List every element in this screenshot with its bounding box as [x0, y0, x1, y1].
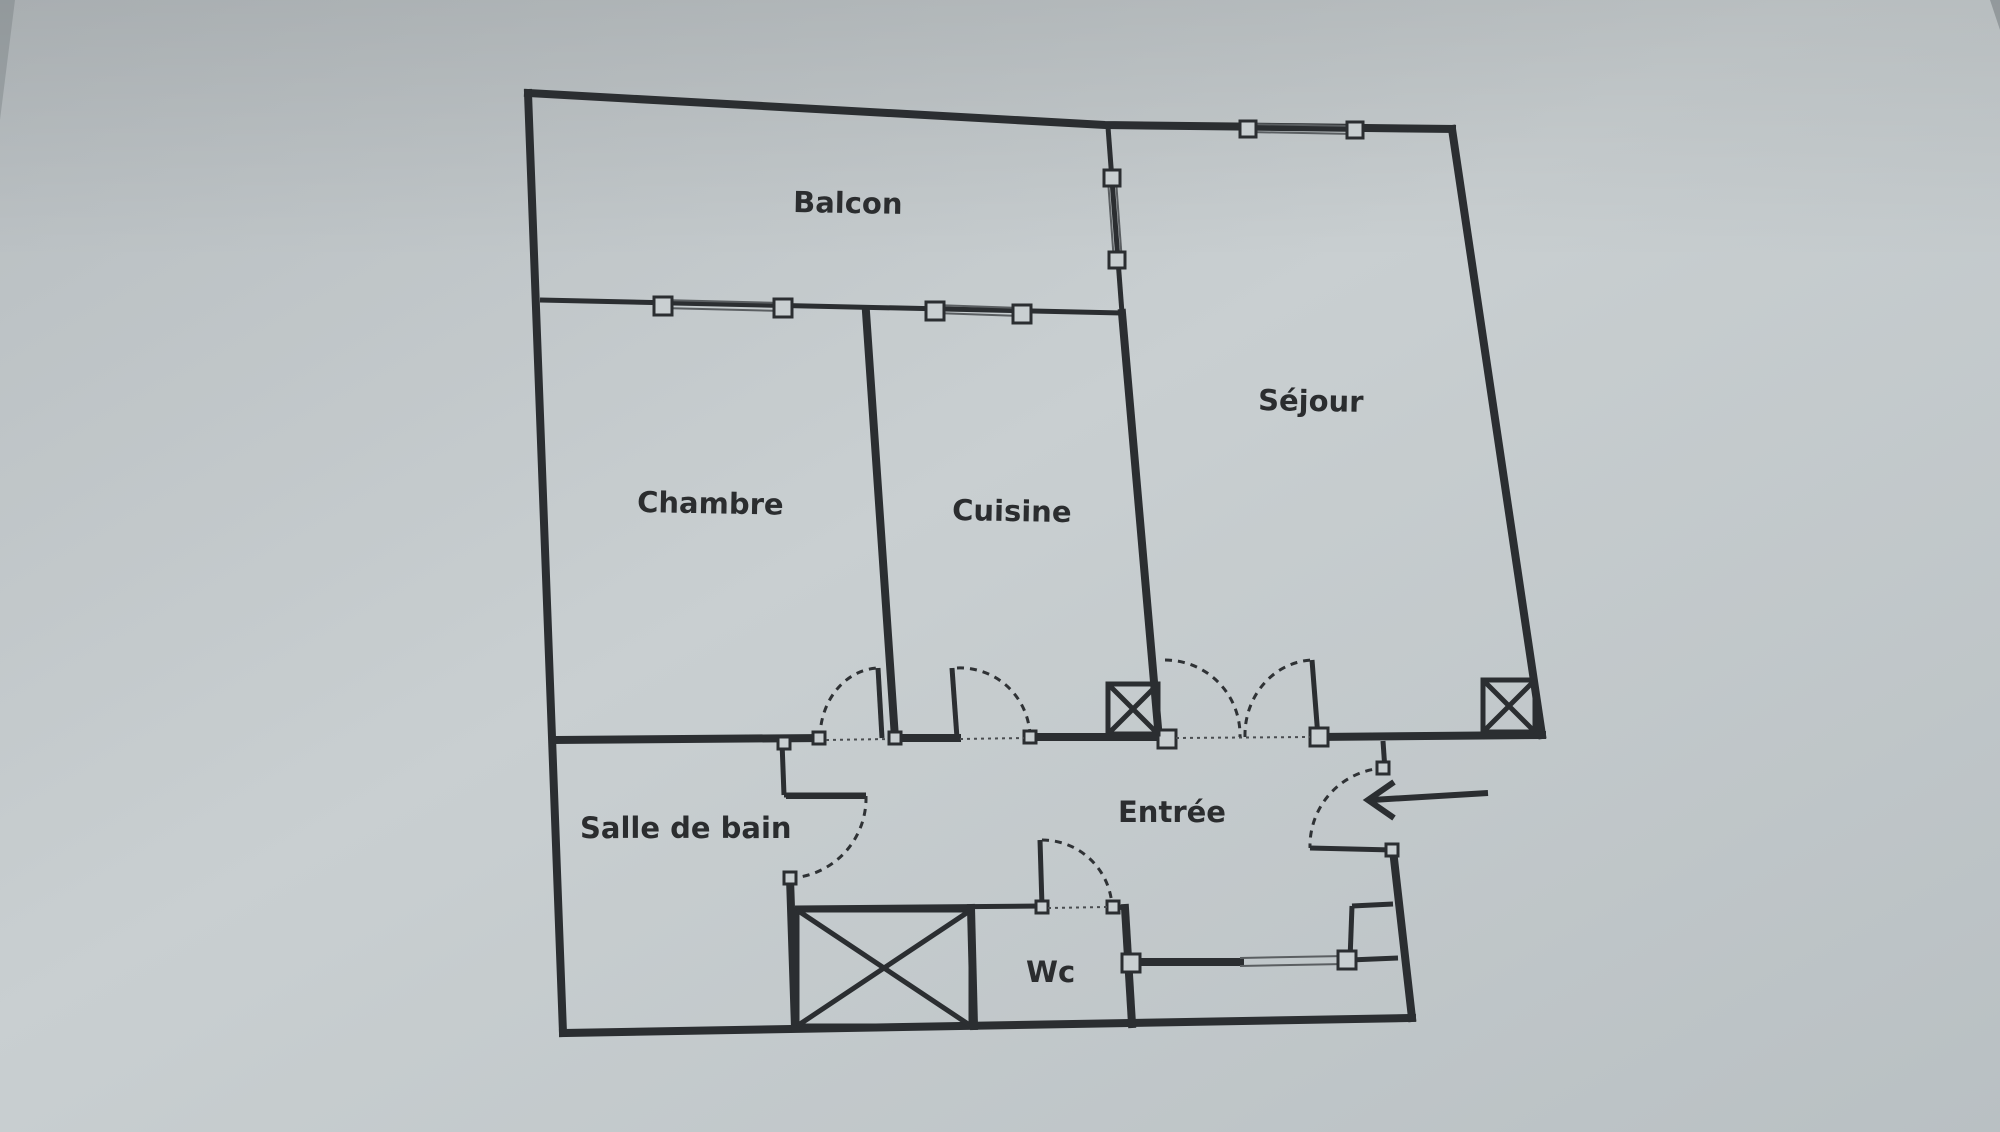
door-hinge — [811, 730, 827, 746]
door-swing — [791, 795, 868, 880]
door-hinge — [1375, 760, 1391, 776]
room-label-entree: Entrée — [1118, 795, 1226, 829]
door-hinge — [1156, 728, 1178, 750]
door-swing — [1308, 766, 1386, 849]
door-swing — [1041, 838, 1114, 907]
door-hinge — [782, 870, 798, 886]
window-mullion — [1102, 168, 1122, 188]
window-mullion — [924, 300, 946, 322]
room-label-salle-de-bain: Salle de bain — [580, 811, 792, 845]
room-label-sejour: Séjour — [1258, 383, 1365, 419]
door-swing — [956, 666, 1032, 738]
door-hinge — [1308, 726, 1330, 748]
window-mullion — [1336, 949, 1358, 971]
room-label-cuisine: Cuisine — [952, 493, 1072, 529]
doors — [776, 658, 1400, 915]
window-mullion — [1107, 250, 1127, 270]
window-mullion — [772, 297, 794, 319]
door-hinge — [1384, 842, 1400, 858]
shaft-sejour — [1480, 677, 1538, 735]
door-hinge — [1034, 899, 1050, 915]
entry-arrow — [1362, 779, 1489, 821]
window-mullion — [652, 295, 674, 317]
door-hinge — [776, 735, 792, 751]
paper-shade — [0, 0, 2000, 260]
room-labels: Balcon Séjour Chambre Cuisine Salle de b… — [580, 185, 1365, 989]
window-mullion — [1238, 119, 1258, 139]
room-label-chambre: Chambre — [637, 485, 784, 522]
window-mullion — [1011, 303, 1033, 325]
shaft-cuisine — [1105, 681, 1161, 737]
door-hinge — [887, 730, 903, 746]
windows — [652, 119, 1365, 974]
door-swing — [1164, 658, 1242, 738]
window-mullion — [1120, 952, 1142, 974]
door-hinge — [1022, 729, 1038, 745]
door-hinge — [1105, 899, 1121, 915]
window-mullion — [1345, 120, 1365, 140]
room-label-wc: Wc — [1026, 955, 1075, 989]
door-swing — [818, 666, 879, 739]
room-label-balcon: Balcon — [793, 185, 903, 221]
shaft-technical — [794, 903, 979, 1031]
shafts — [794, 677, 1538, 1031]
outer-walls — [523, 88, 1547, 1038]
door-swing — [1243, 658, 1313, 738]
